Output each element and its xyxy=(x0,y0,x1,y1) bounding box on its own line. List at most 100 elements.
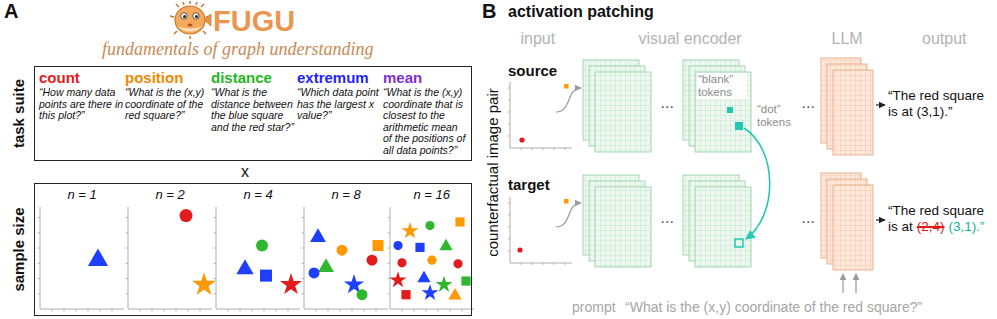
input-plot-axes xyxy=(510,197,572,263)
data-point xyxy=(393,241,402,250)
mini-scatter-plot xyxy=(126,207,216,312)
encoder-layer xyxy=(695,72,751,152)
plot-axes xyxy=(40,207,124,309)
data-point xyxy=(448,288,461,299)
data-point xyxy=(401,290,410,299)
logo-belly xyxy=(177,26,203,32)
sample-size-label: n = 2 xyxy=(156,187,185,202)
input-arrow xyxy=(556,88,581,112)
panel-letter: A xyxy=(4,0,18,23)
data-point xyxy=(422,284,439,300)
column-header: output xyxy=(922,30,966,48)
logo-eye xyxy=(181,13,187,19)
axis-ticks xyxy=(302,218,377,312)
data-point xyxy=(453,259,462,268)
token-label: “dot” tokens xyxy=(756,103,802,129)
token-label: “blank” tokens xyxy=(697,73,747,99)
pipeline-row xyxy=(508,58,885,155)
logo-mouth xyxy=(188,24,193,27)
task-name: mean xyxy=(383,69,422,86)
data-point xyxy=(280,273,302,294)
scatter-plots xyxy=(38,207,475,312)
data-point xyxy=(236,259,253,274)
plot-axes xyxy=(390,207,474,309)
data-point xyxy=(436,276,453,292)
task-question: “What is the (x,y) coordinate that is cl… xyxy=(383,87,469,156)
row-group-label: counterfactual image pair xyxy=(484,88,501,256)
task-name: count xyxy=(39,69,80,86)
ellipsis: ... xyxy=(802,209,815,227)
task-name: position xyxy=(125,69,183,86)
logo-spikes xyxy=(170,1,210,39)
data-point xyxy=(318,258,334,272)
logo-body xyxy=(175,6,205,34)
panel-title: activation patching xyxy=(508,3,654,21)
data-point xyxy=(390,271,407,287)
sample-size-label: n = 16 xyxy=(414,187,451,202)
encoder-grid xyxy=(595,72,651,152)
data-point xyxy=(310,228,326,242)
ellipsis: ... xyxy=(661,94,674,112)
encoder-grid xyxy=(695,72,751,152)
data-point xyxy=(88,248,108,265)
encoder-layer xyxy=(695,187,751,267)
prompt-arrow xyxy=(855,274,856,293)
input-arrow xyxy=(556,203,581,227)
wrong-answer: (2,4) xyxy=(917,219,945,234)
patched-answer: (3,1).” xyxy=(949,219,985,234)
red-data-point xyxy=(519,137,524,142)
data-point xyxy=(256,240,268,252)
row-label: source xyxy=(508,62,557,79)
data-point xyxy=(417,271,430,282)
logo-pupil xyxy=(183,15,186,18)
llm-layer xyxy=(833,70,873,155)
encoder-grid xyxy=(595,187,651,267)
data-point xyxy=(373,240,384,251)
prompt-text: “What is the (x,y) coordinate of the red… xyxy=(625,299,922,315)
logo-title: FUGU xyxy=(213,5,295,38)
dot-token xyxy=(735,122,743,130)
data-point xyxy=(455,217,464,226)
encoder-layer xyxy=(595,72,651,152)
data-point xyxy=(367,255,378,266)
data-point xyxy=(415,243,424,252)
pufferfish-logo xyxy=(170,1,211,39)
data-point xyxy=(397,258,406,267)
task-name: extremum xyxy=(297,69,369,86)
panel-letter: B xyxy=(482,0,496,23)
input-plot-axes xyxy=(510,82,572,148)
plot-axes xyxy=(128,207,212,309)
data-point xyxy=(425,221,434,230)
data-point xyxy=(337,245,348,256)
input-plot-ticks xyxy=(508,88,565,150)
multiply-sign: x xyxy=(241,163,249,181)
data-point xyxy=(427,256,436,265)
data-point xyxy=(260,270,272,282)
mini-scatter-plot xyxy=(38,207,125,312)
orange-data-point xyxy=(564,84,569,89)
data-point xyxy=(309,267,320,278)
orange-data-point xyxy=(564,199,569,204)
sample-size-label: n = 8 xyxy=(332,187,361,202)
llm-grid xyxy=(833,70,873,155)
encoder-layer xyxy=(595,187,651,267)
mini-scatter-plot xyxy=(388,207,475,312)
task-question: “What is the (x,y) coordinate of the red… xyxy=(125,87,211,122)
row-label: target xyxy=(508,176,550,193)
task-question: “Which data point has the largest x valu… xyxy=(297,87,383,122)
patched-token xyxy=(735,239,743,247)
sample-size-box: sample sizen = 1n = 2n = 4n = 8n = 16 xyxy=(34,183,472,316)
column-header: visual encoder xyxy=(639,30,742,48)
column-header: LLM xyxy=(832,30,863,48)
plot-axes xyxy=(216,207,300,309)
output-arrow xyxy=(876,219,885,220)
encoder-grid xyxy=(695,187,751,267)
mini-scatter-plot xyxy=(214,207,303,312)
blank-token xyxy=(727,107,733,113)
logo-subtitle: fundamentals of graph understanding xyxy=(102,39,374,60)
mini-scatter-plot xyxy=(302,207,389,312)
data-point xyxy=(402,222,419,238)
data-point xyxy=(439,239,452,250)
llm-layer xyxy=(833,185,873,270)
axis-ticks xyxy=(214,218,289,312)
